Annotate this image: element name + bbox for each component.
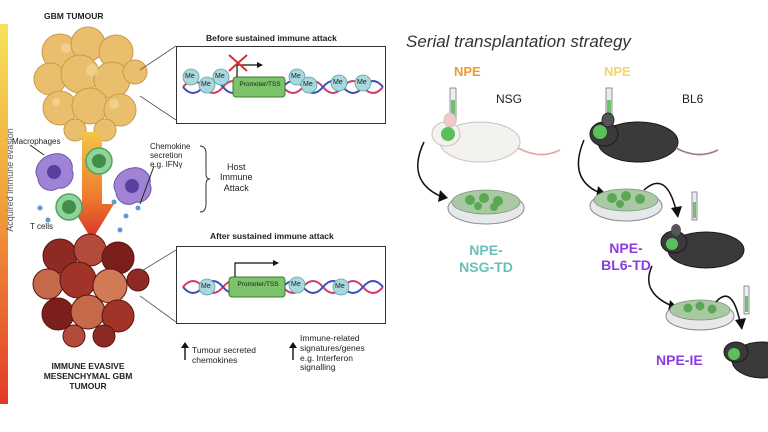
culture-dish-bl6 [589, 188, 663, 222]
macrophage-right [113, 167, 152, 205]
immune-evasion-label: Acquired immune evasion [5, 128, 15, 232]
t-cell-top [85, 147, 113, 175]
dna-after [182, 260, 384, 298]
sig-line-3: e.g. Interferon [300, 352, 353, 363]
tumour-chem-line-1: Tumour secreted [192, 345, 256, 355]
immune-signatures-label: Immune-related signatures/genes e.g. Int… [300, 333, 365, 373]
bl6-mouse-second-icon [660, 224, 745, 269]
bl6-strain-label: BL6 [682, 92, 704, 106]
arrow-bl6-to-dish [577, 139, 599, 193]
chemokine-pointer [139, 165, 155, 205]
arrow-nsg-to-dish [417, 141, 441, 197]
chemokine-line-2: secretion [150, 151, 183, 161]
evasive-line-1: IMMUNE EVASIVE [51, 361, 125, 371]
host-immune-attack-label: Host Immune Attack [220, 162, 253, 193]
evasive-line-2: MESENCHYMAL GBM [43, 370, 133, 381]
npe-nsg-td-label: NPE- NSG-TD [446, 242, 526, 276]
promoter-label-before: Promoter/TSS [239, 81, 281, 88]
syringe-second-icon [691, 191, 698, 221]
sig-line-4: signalling [300, 362, 336, 373]
nsg-td-line-2: NSG-TD [459, 258, 513, 275]
host-line-1: Host [227, 162, 246, 172]
before-attack-title: Before sustained immune attack [206, 33, 337, 43]
syringe-third-icon [743, 285, 750, 315]
arrow-mouse2-to-dish [648, 265, 673, 307]
bl6-td-line-2: BL6-TD [601, 256, 651, 273]
transplant-illustration [417, 87, 768, 379]
sig-line-1: Immune-related [300, 333, 360, 343]
before-attack-panel: Promoter/TSS Me Me Me Me Me Me Me [176, 46, 386, 124]
me-label-6: Me [333, 79, 343, 86]
immune-evasive-tumour-label: IMMUNE EVASIVE MESENCHYMAL GBM TUMOUR [8, 361, 168, 391]
t-cells-label: T cells [30, 222, 53, 231]
macrophages-pointer [29, 144, 45, 156]
me-label-a2: Me [291, 281, 301, 288]
me-label-a3: Me [335, 283, 345, 290]
npe-ie-label: NPE-IE [656, 352, 703, 368]
chemokine-secretion-label: Chemokine secretion e.g. IFNγ [150, 142, 190, 170]
t-cell-bottom [55, 193, 83, 221]
zoom-connectors [140, 45, 177, 323]
macrophage-left [35, 153, 74, 191]
immune-evasion-gradient-bar [0, 24, 8, 404]
host-line-3: Attack [223, 182, 249, 193]
me-label-4: Me [291, 73, 301, 80]
serial-transplant-title: Serial transplantation strategy [406, 32, 631, 51]
after-attack-title: After sustained immune attack [210, 231, 334, 241]
chemokine-dots [37, 199, 141, 233]
bl6-td-line-1: NPE- [609, 240, 643, 256]
gbm-tumour-illustration [33, 26, 148, 142]
chemokine-line-3: e.g. IFNγ [150, 160, 183, 170]
arrow-dish-to-mouse2 [643, 182, 677, 211]
host-line-2: Immune [220, 172, 253, 183]
promoter-label-after: Promoter/TSS [237, 281, 279, 288]
dna-before [182, 54, 384, 98]
me-label-3: Me [215, 73, 225, 80]
me-label-a1: Me [201, 283, 211, 290]
gbm-tumour-label: GBM TUMOUR [44, 11, 104, 21]
culture-dish-third [665, 299, 735, 331]
mesenchymal-tumour-illustration [32, 233, 150, 348]
macrophages-label: Macrophages [12, 137, 61, 146]
up-arrow-chemokines [181, 342, 189, 360]
tumour-chem-line-2: chemokines [192, 354, 238, 365]
npe-label-right: NPE [604, 64, 631, 79]
evasive-line-3: TUMOUR [69, 380, 107, 391]
npe-label-left: NPE [454, 64, 481, 79]
up-arrow-signatures [289, 342, 297, 360]
host-attack-brace [199, 145, 211, 213]
nsg-td-line-1: NPE- [469, 242, 503, 258]
chemokine-line-1: Chemokine [150, 142, 191, 151]
npe-bl6-td-label: NPE- BL6-TD [586, 240, 666, 274]
nsg-mouse-icon [431, 112, 561, 163]
me-label-2: Me [201, 81, 211, 88]
arrow-dish-to-mouse3 [715, 295, 741, 323]
bl6-mouse-icon [589, 112, 719, 163]
bl6-mouse-third-icon [723, 341, 768, 379]
nsg-strain-label: NSG [496, 92, 523, 106]
me-label-7: Me [357, 79, 367, 86]
sig-line-2: signatures/genes [300, 342, 365, 353]
tumour-chemokines-label: Tumour secreted chemokines [192, 345, 256, 366]
me-label-1: Me [185, 73, 195, 80]
culture-dish-nsg [447, 189, 525, 225]
after-attack-panel: Promoter/TSS Me Me Me [176, 246, 386, 324]
me-label-5: Me [303, 81, 313, 88]
